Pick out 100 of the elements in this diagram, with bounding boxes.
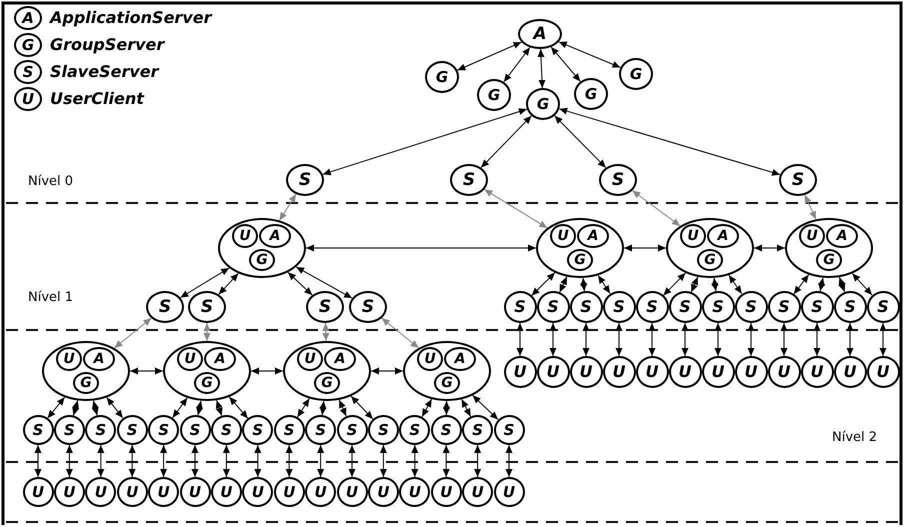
arrow — [338, 399, 347, 417]
node-circle: S — [85, 415, 116, 445]
node-circle: S — [734, 291, 768, 323]
node-circle: G — [194, 372, 220, 394]
arrow — [484, 188, 548, 228]
arrow — [506, 444, 512, 478]
legend-label: SlaveServer — [50, 62, 159, 81]
node-circle: U — [336, 477, 368, 507]
node-circle: S — [54, 415, 85, 445]
node-circle: U — [417, 347, 443, 371]
node-circle: G — [73, 372, 99, 394]
node-circle: S — [306, 291, 344, 323]
node-circle: S — [636, 291, 668, 323]
node-circle: S — [602, 291, 636, 323]
node-circle: G — [477, 79, 511, 111]
node-circle: A — [259, 224, 291, 248]
node-circle: U — [56, 347, 82, 371]
level-label: Nível 0 — [28, 174, 74, 189]
node-circle: S — [450, 164, 488, 196]
node-circle: A — [83, 347, 115, 371]
node-circle: S — [668, 291, 702, 323]
arrow — [442, 400, 450, 416]
arrow — [516, 322, 524, 356]
node-circle: S — [570, 291, 602, 323]
legend-label: ApplicationServer — [50, 8, 212, 27]
arrow — [550, 322, 556, 356]
arrow — [814, 322, 820, 356]
legend-symbol: A — [14, 6, 42, 30]
node-circle: S — [702, 291, 734, 323]
node-circle: A — [204, 347, 236, 371]
node-circle: U — [85, 477, 116, 507]
arrow — [47, 396, 66, 419]
node-circle: U — [430, 477, 462, 507]
node-circle: S — [779, 164, 817, 196]
node-circle: U — [305, 477, 336, 507]
node-circle: S — [368, 415, 399, 445]
node-circle: U — [54, 477, 85, 507]
arrow — [503, 46, 530, 82]
node-circle: U — [494, 477, 524, 507]
node-circle: S — [305, 415, 336, 445]
node-circle: U — [602, 356, 636, 388]
arrow — [624, 244, 666, 252]
arrow — [411, 444, 418, 478]
node-circle: U — [297, 347, 323, 371]
node-circle: U — [768, 356, 800, 388]
node-circle: G — [314, 372, 340, 394]
node-circle: U — [462, 477, 494, 507]
arrow — [72, 400, 79, 416]
arrow — [442, 444, 450, 478]
arrow — [880, 322, 886, 356]
arrow — [793, 274, 810, 295]
arrow — [322, 108, 528, 176]
arrow — [456, 42, 522, 71]
node-circle: S — [116, 415, 148, 445]
arrow — [550, 46, 581, 82]
arrow — [34, 444, 42, 478]
arrow — [350, 396, 374, 420]
node-circle: U — [242, 477, 274, 507]
arrow — [480, 115, 532, 168]
arrow — [714, 322, 722, 356]
arrow — [582, 322, 590, 356]
arrow — [538, 48, 546, 89]
arrow — [852, 272, 873, 296]
node-circle: S — [768, 291, 800, 323]
node-circle: U — [368, 477, 399, 507]
arrow — [370, 368, 404, 374]
arrow — [818, 277, 826, 292]
node-circle: G — [526, 88, 560, 120]
node-circle: U — [550, 224, 576, 248]
node-circle: S — [536, 291, 570, 323]
node-circle: U — [399, 477, 430, 507]
arrow — [204, 322, 210, 342]
arrow — [128, 444, 136, 478]
node-circle: A — [444, 347, 476, 371]
arrow — [846, 322, 854, 356]
arrow — [172, 397, 188, 418]
node-circle: S — [242, 415, 274, 445]
arrow — [180, 267, 230, 298]
node-circle: S — [210, 415, 242, 445]
node-circle: S — [22, 415, 54, 445]
arrow — [319, 400, 327, 416]
node-circle: U — [210, 477, 242, 507]
node-circle: S — [494, 415, 524, 445]
node-circle: G — [816, 249, 842, 271]
legend-symbol: U — [14, 87, 42, 111]
arrow — [286, 444, 293, 478]
arrow — [780, 322, 788, 356]
node-circle: U — [668, 356, 702, 388]
arrow — [748, 322, 754, 356]
arrow — [381, 318, 420, 349]
node-circle: G — [425, 61, 459, 93]
node-circle: A — [324, 347, 356, 371]
node-circle: S — [430, 415, 462, 445]
node-circle: S — [599, 164, 637, 196]
node-circle: U — [177, 347, 203, 371]
node-circle: U — [680, 224, 706, 248]
arrow — [160, 444, 168, 478]
node-circle: S — [800, 291, 834, 323]
node-circle: S — [349, 291, 387, 323]
legend-symbol: S — [14, 60, 42, 84]
